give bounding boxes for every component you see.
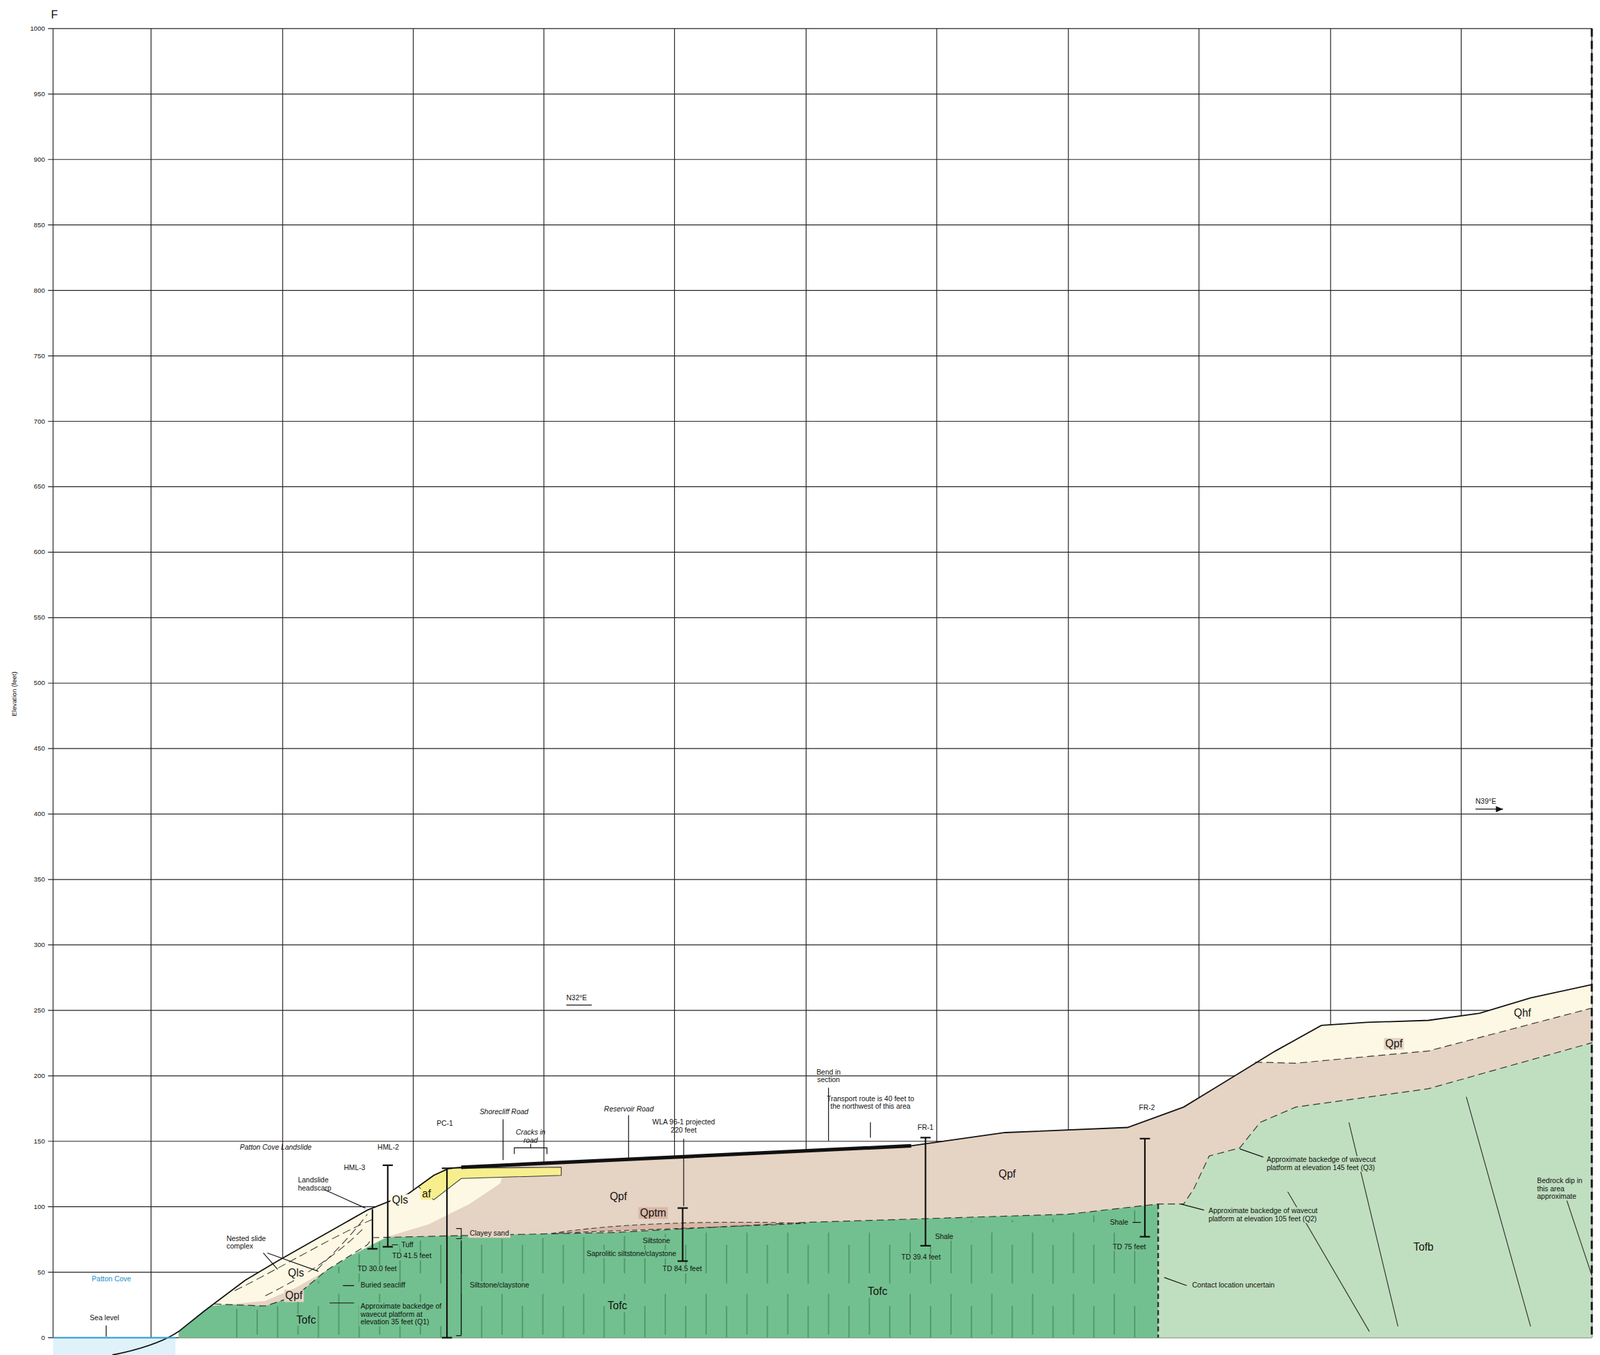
elevation-tick: 600 xyxy=(34,548,46,557)
elevation-tick: 250 xyxy=(34,1007,46,1015)
elevation-tick: 50 xyxy=(37,1268,46,1276)
map-label: Qls xyxy=(390,1194,410,1206)
section-end xyxy=(1590,28,1593,1338)
unit-boundary xyxy=(1157,1204,1159,1338)
map-label: Nested slide complex xyxy=(226,1234,273,1251)
map-label: Shale xyxy=(933,1232,955,1242)
map-label: Tofc xyxy=(294,1314,318,1327)
sea xyxy=(53,1337,176,1355)
map-label: FR-1 xyxy=(917,1123,934,1132)
elevation-tick: 850 xyxy=(34,221,46,229)
map-label: Reservoir Road xyxy=(603,1105,654,1114)
map-label: TD 39.4 feet xyxy=(899,1253,943,1262)
map-label: TD 75 feet xyxy=(1111,1243,1148,1252)
map-label: Transport route is 40 feet to the northw… xyxy=(822,1095,920,1111)
elevation-tick: 950 xyxy=(34,90,46,98)
elevation-tick: 1000 xyxy=(30,25,46,33)
boreholes xyxy=(367,1137,1150,1338)
brackets xyxy=(391,1087,1141,1336)
map-label: N39°E xyxy=(1475,798,1497,807)
elevation-tick: 200 xyxy=(34,1072,46,1081)
map-label: Saprolitic siltstone/claystone xyxy=(585,1249,678,1259)
axis-title: Elevation (feet) xyxy=(10,671,19,716)
map-label: TD 84.5 feet xyxy=(661,1265,704,1274)
map-label: Tofc xyxy=(866,1286,890,1298)
elevation-tick: 550 xyxy=(34,614,46,622)
elevation-tick: 800 xyxy=(34,286,46,295)
elevation-tick: 400 xyxy=(34,810,46,819)
elevation-tick: 450 xyxy=(34,745,46,753)
map-label: Qhf xyxy=(1512,1007,1533,1019)
map-label: Tofc xyxy=(605,1300,629,1313)
grid xyxy=(47,28,1592,1338)
map-label: Bend in section xyxy=(807,1068,849,1085)
elevation-tick: 650 xyxy=(34,483,46,491)
tofb-unit xyxy=(1157,1042,1592,1338)
elevation-tick: 700 xyxy=(34,417,46,426)
map-label: Qls xyxy=(286,1267,306,1280)
contacts xyxy=(214,1008,1592,1307)
map-label: Tuff xyxy=(399,1241,415,1250)
map-label: HML-2 xyxy=(377,1144,399,1153)
map-label: Landslide headscarp xyxy=(298,1176,348,1193)
map-label: af xyxy=(420,1187,433,1200)
elevation-tick: 750 xyxy=(34,352,46,360)
map-label: Shale xyxy=(1108,1218,1130,1227)
map-label: PC-1 xyxy=(436,1119,454,1128)
elevation-tick: 150 xyxy=(34,1137,46,1145)
map-label: Patton Cove xyxy=(92,1275,132,1285)
ground-surface xyxy=(112,984,1592,1355)
map-label: Approximate backedge of wavecut platform… xyxy=(1264,1156,1396,1173)
map-label: TD 41.5 feet xyxy=(390,1252,434,1261)
map-label: Qpf xyxy=(283,1290,304,1302)
elevation-tick: 900 xyxy=(34,155,46,164)
elevation-tick: 100 xyxy=(34,1202,46,1211)
qpf-unit xyxy=(178,984,1592,1338)
map-label: Approximate backedge of wavecut platform… xyxy=(1206,1207,1338,1224)
map-label: Qpf xyxy=(1383,1037,1404,1050)
map-label: Contact location uncertain xyxy=(1190,1282,1276,1291)
elevation-tick: 0 xyxy=(40,1333,45,1342)
qptm-unit xyxy=(551,1222,807,1234)
map-label: Sea level xyxy=(90,1314,120,1323)
elevation-tick: 500 xyxy=(34,679,46,688)
elevation-tick: 300 xyxy=(34,941,46,950)
map-label: Siltstone xyxy=(641,1237,672,1246)
map-label: FR-2 xyxy=(1138,1103,1155,1113)
map-label: Qptm xyxy=(638,1207,668,1220)
map-label: Approximate backedge of wavecut platform… xyxy=(358,1302,446,1327)
sea-level xyxy=(53,1336,176,1338)
map-label: Qpf xyxy=(608,1191,629,1203)
map-label: WLA 96-1 projected 220 feet xyxy=(646,1118,721,1135)
map-label: Bedrock dip in this area approximate xyxy=(1535,1176,1590,1201)
grid-lines xyxy=(47,28,1592,1338)
map-label: Clayey sand xyxy=(468,1229,511,1238)
map-label: Tofb xyxy=(1411,1241,1435,1253)
map-label: Siltstone/claystone xyxy=(468,1282,531,1291)
elevation-tick: 350 xyxy=(34,876,46,884)
map-label: Qpf xyxy=(996,1168,1017,1181)
map-label: Shorecliff Road xyxy=(479,1108,529,1117)
map-label: Patton Cove Landslide xyxy=(239,1144,312,1153)
qls-unit xyxy=(209,1168,506,1306)
map-label: N32°E xyxy=(566,994,587,1003)
map-label: TD 30.0 feet xyxy=(356,1265,399,1274)
map-label: Buried seacliff xyxy=(358,1282,406,1291)
section-letter: F xyxy=(51,8,58,21)
leaders xyxy=(106,809,1504,1337)
road xyxy=(461,1145,912,1167)
map-label: Cracks in road xyxy=(510,1129,552,1145)
map-label: HML-3 xyxy=(343,1164,366,1173)
